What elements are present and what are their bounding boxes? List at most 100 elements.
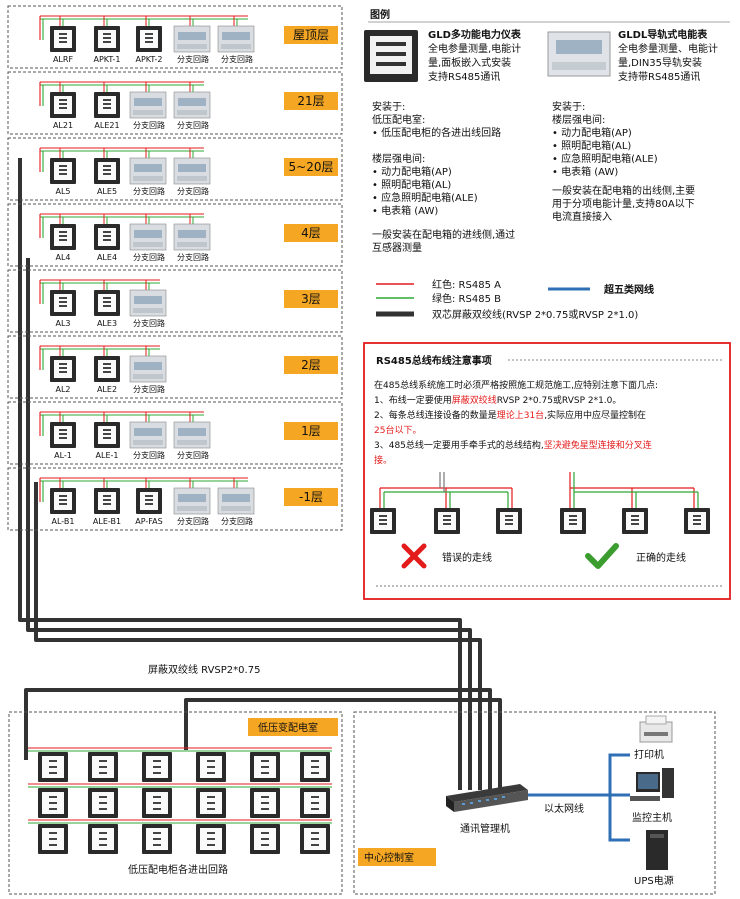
rail-meter-icon — [173, 157, 211, 185]
correct-check-icon — [585, 543, 619, 569]
cabinet-meter-icon — [88, 788, 118, 818]
device-label: APKT-1 — [93, 55, 120, 64]
comm-manager-label: 通讯管理机 — [460, 822, 510, 835]
rail-meter-icon — [217, 25, 255, 53]
device-label: ALE21 — [94, 121, 119, 130]
gld-line-3: 支持RS485通讯 — [428, 70, 500, 83]
install-right-item-4: • 电表箱 (AW) — [552, 165, 618, 178]
rail-meter-icon — [173, 421, 211, 449]
wrong-label: 错误的走线 — [442, 551, 492, 564]
printer-icon — [639, 715, 673, 743]
install-right-note-2: 用于分项电能计量,支持80A以下 — [552, 197, 695, 210]
gldl-line-3: 支持带RS485通讯 — [618, 70, 700, 83]
rail-meter-icon — [173, 223, 211, 251]
ups-label: UPS电源 — [634, 874, 674, 887]
rail-meter-icon — [217, 487, 255, 515]
gldl-line-1: 全电参量测量、电能计 — [618, 42, 718, 55]
host-label: 监控主机 — [632, 811, 672, 824]
device-label: ALE2 — [97, 385, 117, 394]
floor-badge — [284, 224, 338, 242]
device-label: 分支回路 — [177, 186, 209, 196]
floor-name: 3层 — [301, 292, 321, 306]
room-label-badge — [248, 718, 338, 736]
control-room-box — [353, 711, 716, 895]
cabinet-meter-icon — [300, 824, 330, 854]
floor-box — [7, 203, 343, 267]
device-label: AL4 — [55, 253, 70, 262]
cabinet-meter-icon — [38, 824, 68, 854]
gldl-title: GLDL导轨式电能表 — [618, 28, 708, 41]
notice-item-2: 2、每条总线连接设备的数量是理论上31台,实际应用中应尽量控制在 — [374, 409, 646, 421]
host-icon — [630, 768, 674, 801]
floor-name: 1层 — [301, 424, 321, 438]
notice-intro: 在485总线系统施工时必须严格按照施工规范施工,应特别注意下面几点: — [374, 379, 658, 391]
gld-title: GLD多功能电力仪表 — [428, 28, 522, 41]
install-left-bullet: • 低压配电柜的各进出线回路 — [372, 126, 501, 139]
cabinet-label: 低压配电柜各进出回路 — [128, 863, 228, 876]
device-label: AL5 — [55, 187, 70, 196]
device-label: 分支回路 — [177, 516, 209, 526]
device-label: AP-FAS — [135, 517, 162, 526]
device-label: ALRF — [53, 55, 73, 64]
floor-box — [7, 401, 343, 465]
panel-meter-icon — [94, 422, 120, 448]
rail-meter-icon — [173, 91, 211, 119]
device-label: 分支回路 — [221, 54, 253, 64]
panel-meter-icon — [50, 356, 76, 382]
notice-title: RS485总线布线注意事项 — [376, 354, 492, 367]
device-label: ALE4 — [97, 253, 117, 262]
gldl-meter-icon — [547, 31, 611, 77]
cabinet-meter-icon — [38, 752, 68, 782]
right-label: 正确的走线 — [636, 551, 686, 564]
floor-name: 21层 — [297, 94, 324, 108]
panel-meter-icon — [50, 224, 76, 250]
notice-item-3-cont: 接。 — [374, 454, 392, 466]
cabinet-meter-icon — [196, 752, 226, 782]
install-right-head1: 安装于: — [552, 100, 585, 113]
cabinet-meter-icon — [300, 752, 330, 782]
ethernet-cable — [528, 753, 630, 842]
notice-item-2-cont: 25台以下。 — [374, 424, 421, 436]
panel-meter-icon — [136, 26, 162, 52]
rail-meter-icon — [129, 157, 167, 185]
right-wiring-diagram — [560, 472, 710, 534]
panel-meter-icon — [136, 488, 162, 514]
device-label: ALE5 — [97, 187, 117, 196]
rail-meter-icon — [129, 355, 167, 383]
legend-green-label: 绿色: RS485 B — [432, 292, 501, 305]
legend-blue-label: 超五类网线 — [603, 283, 654, 296]
device-label: AL-1 — [54, 451, 72, 460]
device-label: AL2 — [55, 385, 70, 394]
device-label: AL21 — [53, 121, 73, 130]
panel-meter-icon — [94, 224, 120, 250]
cabinet-meter-icon — [38, 788, 68, 818]
ethernet-label: 以太网线 — [544, 802, 584, 815]
floor-badge — [284, 488, 338, 506]
rail-meter-icon — [173, 487, 211, 515]
floor-badge — [284, 290, 338, 308]
install-left-item-3: • 应急照明配电箱(ALE) — [372, 191, 478, 204]
cabinet-meter-icon — [300, 788, 330, 818]
printer-label: 打印机 — [634, 748, 664, 761]
floor-badge — [284, 26, 338, 44]
install-right-item-1: • 动力配电箱(AP) — [552, 126, 632, 139]
cabinet-meter-icon — [250, 752, 280, 782]
cabinet-meter-icon — [142, 788, 172, 818]
install-right-item-2: • 照明配电箱(AL) — [552, 139, 631, 152]
floor-name: 4层 — [301, 226, 321, 240]
low-voltage-room-box — [8, 711, 343, 895]
panel-meter-icon — [94, 158, 120, 184]
rail-meter-icon — [129, 91, 167, 119]
device-label: 分支回路 — [177, 450, 209, 460]
device-label: 分支回路 — [133, 120, 165, 130]
wrong-cross-icon — [401, 543, 427, 569]
install-left-item-2: • 照明配电箱(AL) — [372, 178, 451, 191]
floor-box — [7, 71, 343, 135]
install-left-item-1: • 动力配电箱(AP) — [372, 165, 452, 178]
install-right-item-3: • 应急照明配电箱(ALE) — [552, 152, 658, 165]
